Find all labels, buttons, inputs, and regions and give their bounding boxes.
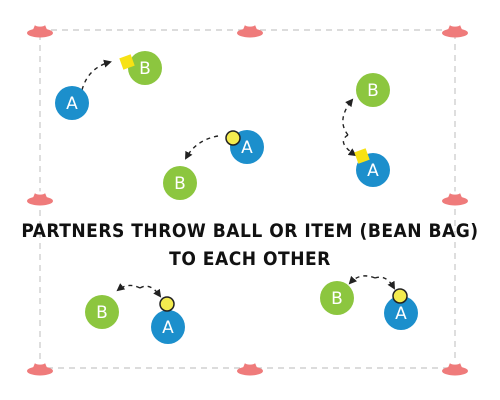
throw-arrow bbox=[81, 59, 112, 91]
player-label: A bbox=[395, 304, 407, 324]
player-label: B bbox=[96, 303, 108, 323]
throw-arrow bbox=[342, 98, 354, 136]
cone bbox=[442, 361, 468, 376]
player-b: B bbox=[320, 281, 354, 315]
player-b: B bbox=[85, 295, 119, 329]
throw-arrow bbox=[185, 135, 219, 160]
player-label: A bbox=[66, 94, 78, 114]
player-label: A bbox=[241, 138, 253, 158]
player-a: A bbox=[151, 310, 185, 344]
ball-icon bbox=[159, 296, 175, 312]
cone bbox=[237, 361, 263, 376]
player-label: A bbox=[162, 318, 174, 338]
ball-icon bbox=[225, 130, 241, 146]
throw-arrow bbox=[116, 283, 141, 292]
caption-line-2: TO EACH OTHER bbox=[169, 248, 331, 270]
throw-arrow bbox=[139, 285, 162, 298]
player-label: B bbox=[331, 289, 343, 309]
bean-bag-icon bbox=[354, 148, 370, 164]
caption-line-1: PARTNERS THROW BALL OR ITEM (BEAN BAG) bbox=[21, 220, 479, 242]
cone bbox=[27, 23, 53, 38]
player-label: B bbox=[174, 174, 186, 194]
cone bbox=[442, 23, 468, 38]
throw-arrow bbox=[374, 276, 395, 290]
player-label: B bbox=[367, 81, 379, 101]
arrow-group bbox=[81, 59, 395, 298]
player-group: A B A B B A B A B A bbox=[55, 51, 418, 344]
equipment-group bbox=[119, 54, 408, 312]
player-a: A bbox=[384, 296, 418, 330]
player-a: A bbox=[356, 153, 390, 187]
throw-arrow bbox=[342, 134, 357, 157]
cone bbox=[237, 23, 263, 38]
throw-arrow bbox=[348, 275, 376, 285]
bean-bag-icon bbox=[119, 54, 135, 70]
player-a: A bbox=[55, 86, 89, 120]
player-b: B bbox=[163, 166, 197, 200]
player-b: B bbox=[128, 51, 162, 85]
player-label: B bbox=[139, 59, 151, 79]
cone bbox=[27, 191, 53, 206]
cone bbox=[442, 191, 468, 206]
ball-icon bbox=[392, 288, 408, 304]
cone bbox=[27, 361, 53, 376]
player-label: A bbox=[367, 161, 379, 181]
cone-group bbox=[27, 23, 468, 376]
player-b: B bbox=[356, 73, 390, 107]
